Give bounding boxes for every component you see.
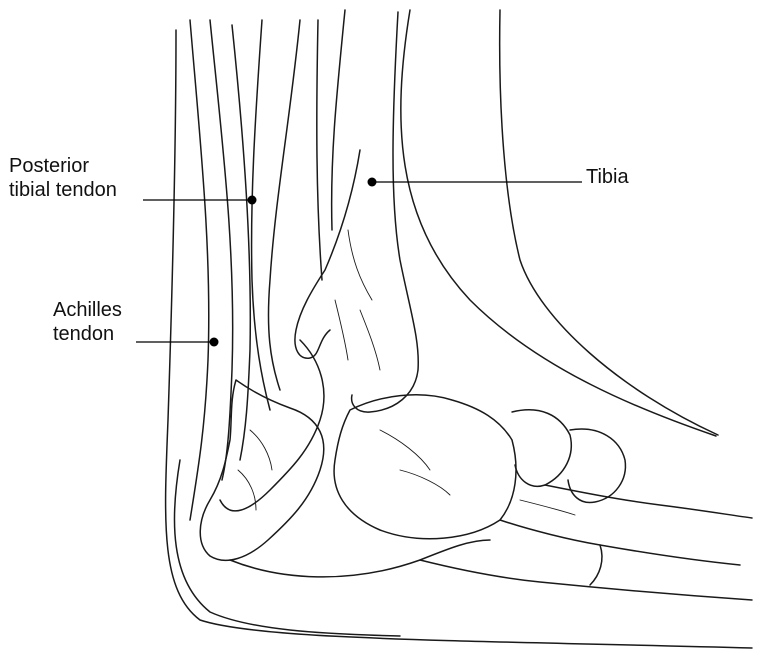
tibia-label: Tibia bbox=[586, 165, 629, 189]
achilles-tendon-label: Achilles tendon bbox=[53, 298, 122, 346]
posterior-tibial-tendon-label-line-1: Posterior bbox=[9, 154, 117, 178]
achilles-tendon-lines bbox=[174, 20, 400, 636]
tibia-marker-dot bbox=[368, 178, 377, 187]
posterior-tibial-tendon-lines bbox=[252, 10, 345, 410]
skin-outline bbox=[166, 10, 752, 648]
achilles-tendon-label-line-1: Achilles bbox=[53, 298, 122, 322]
callout-leaders bbox=[136, 178, 582, 347]
posterior-tibial-tendon-label-line-2: tibial tendon bbox=[9, 178, 117, 202]
midfoot-bones bbox=[420, 410, 752, 600]
achilles-tendon-label-line-2: tendon bbox=[53, 322, 122, 346]
tibia-bone bbox=[295, 12, 418, 412]
posterior-tibial-tendon-label: Posterior tibial tendon bbox=[9, 154, 117, 202]
hindfoot-bones bbox=[200, 340, 516, 577]
achilles-marker-dot bbox=[210, 338, 219, 347]
posterior-tibial-marker-dot bbox=[248, 196, 257, 205]
